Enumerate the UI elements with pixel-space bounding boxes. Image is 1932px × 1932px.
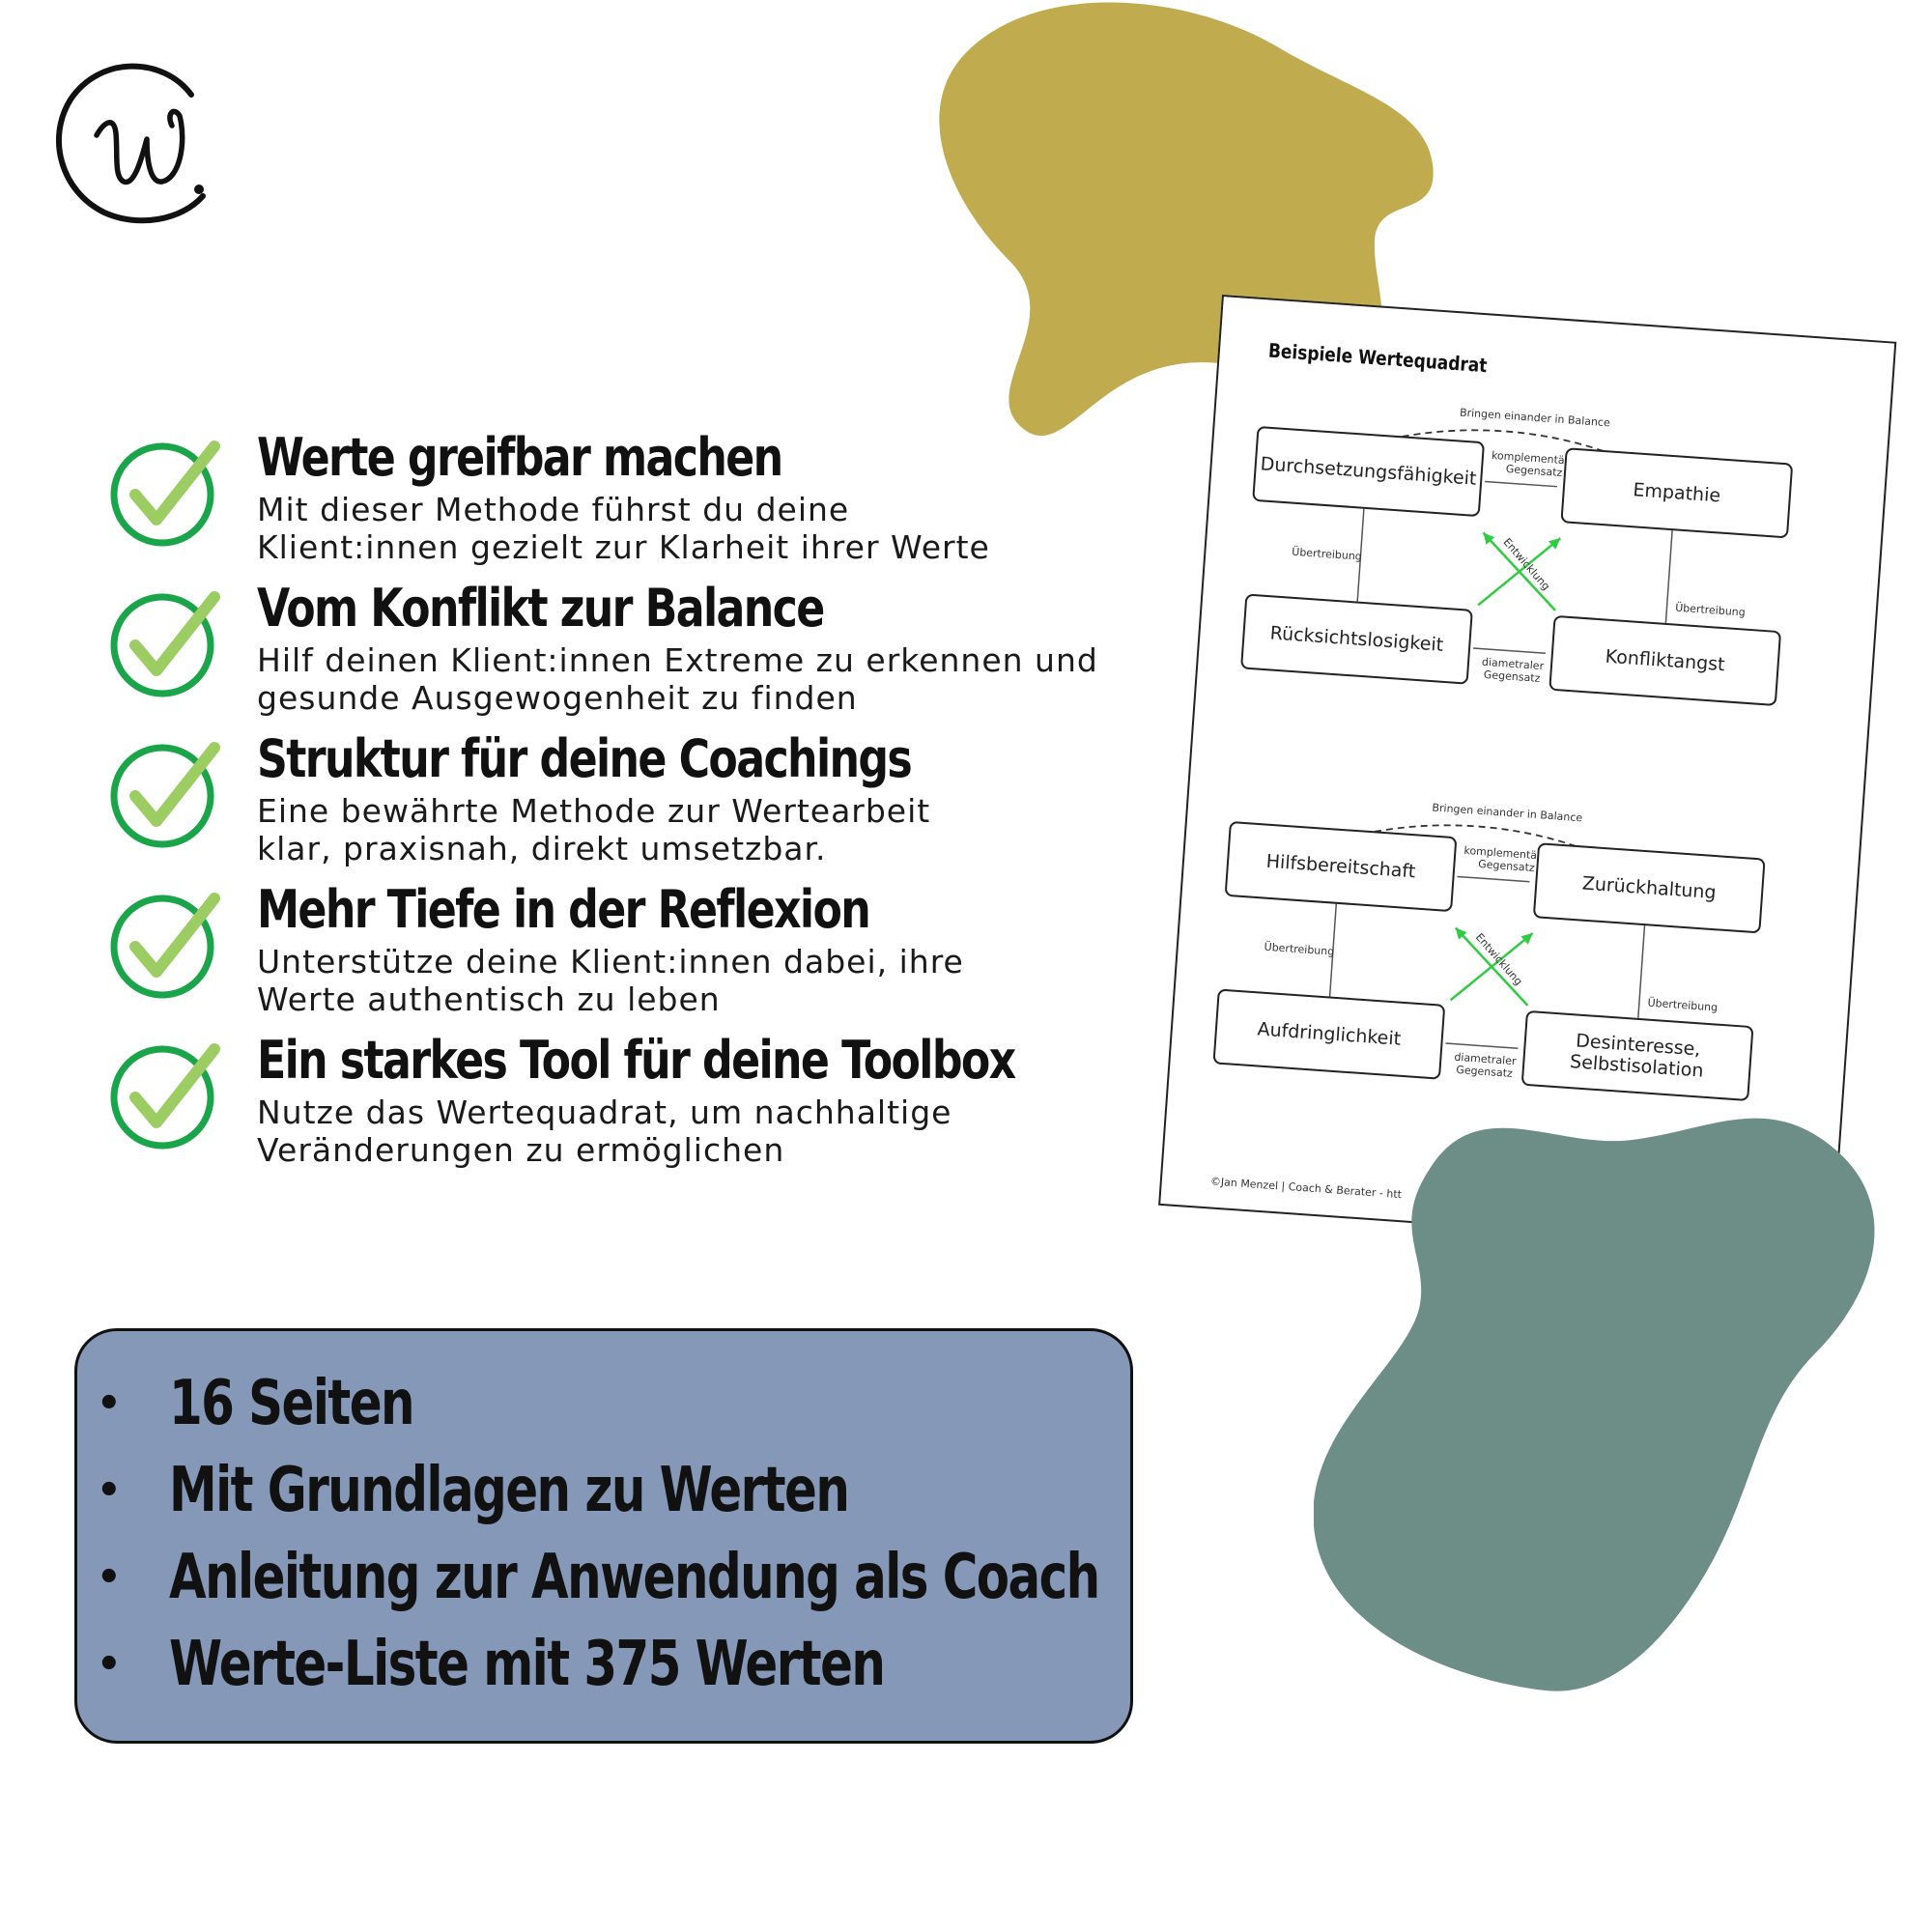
info-item: • Anleitung zur Anwendung als Coach bbox=[77, 1534, 1130, 1621]
info-item-text: 16 Seiten bbox=[169, 1368, 415, 1439]
quadrant-1-bottom-left: Rücksichtslosigkeit bbox=[1240, 593, 1473, 685]
quadrant-1-top-left: Durchsetzungsfähigkeit bbox=[1252, 425, 1486, 518]
benefit-title: Vom Konflikt zur Balance bbox=[257, 578, 825, 639]
bullet: • bbox=[97, 1468, 122, 1513]
benefit-item: Struktur für deine Coachings Eine bewähr… bbox=[106, 728, 1130, 881]
info-item-text: Werte-Liste mit 375 Werten bbox=[169, 1629, 886, 1700]
diametrical-label: diametraler Gegensatz bbox=[1481, 655, 1545, 685]
benefit-description: Hilf deinen Klient:innen Extreme zu erke… bbox=[257, 641, 1098, 717]
benefit-description: Unterstütze deine Klient:innen dabei, ih… bbox=[257, 943, 964, 1018]
bullet: • bbox=[97, 1555, 122, 1600]
document-preview: Beispiele Wertequadrat Bringen einander … bbox=[1158, 295, 1898, 1253]
benefit-description: Mit dieser Methode führst du deine Klien… bbox=[257, 491, 990, 566]
benefit-title: Ein starkes Tool für deine Toolbox bbox=[257, 1030, 1016, 1091]
quadrant-2-top-right: Zurückhaltung bbox=[1532, 842, 1766, 934]
diametrical-label: diametraler Gegensatz bbox=[1453, 1050, 1517, 1080]
benefit-description: Nutze das Wertequadrat, um nachhaltige V… bbox=[257, 1094, 952, 1169]
check-circle-icon bbox=[110, 893, 220, 999]
quadrant-2-connectors bbox=[1328, 824, 1646, 1050]
quadrant-1-bottom-right: Konfliktangst bbox=[1548, 614, 1782, 707]
info-item-text: Mit Grundlagen zu Werten bbox=[169, 1455, 850, 1526]
check-circle-icon bbox=[110, 742, 220, 848]
info-item: • Werte-Liste mit 375 Werten bbox=[77, 1621, 1130, 1708]
benefit-title: Struktur für deine Coachings bbox=[257, 728, 913, 789]
value-quadrant-2: Bringen einander in Balance komplementär… bbox=[1165, 692, 1870, 1182]
quadrant-2-top-left: Hilfsbereitschaft bbox=[1224, 820, 1458, 913]
quadrant-2-bottom-right: Desinteresse, Selbstisolation bbox=[1520, 1009, 1754, 1102]
bullet: • bbox=[97, 1642, 122, 1687]
bullet: • bbox=[97, 1381, 122, 1426]
benefit-title: Mehr Tiefe in der Reflexion bbox=[257, 879, 871, 940]
check-circle-icon bbox=[110, 1043, 220, 1150]
benefit-item: Ein starkes Tool für deine Toolbox Nutze… bbox=[106, 1030, 1130, 1182]
quadrant-2-bottom-left: Aufdringlichkeit bbox=[1212, 988, 1446, 1080]
check-circle-icon bbox=[110, 591, 220, 697]
info-item-text: Anleitung zur Anwendung als Coach bbox=[169, 1542, 1100, 1613]
w-signature-logo-icon bbox=[55, 63, 206, 224]
benefit-item: Vom Konflikt zur Balance Hilf deinen Kli… bbox=[106, 578, 1130, 730]
product-info-box: • 16 Seiten • Mit Grundlagen zu Werten •… bbox=[74, 1328, 1133, 1744]
value-quadrant-1: Bringen einander in Balance komplementär… bbox=[1193, 297, 1898, 787]
quadrant-1-top-right: Empathie bbox=[1560, 447, 1794, 539]
check-circle-icon bbox=[110, 440, 220, 547]
benefit-item: Werte greifbar machen Mit dieser Methode… bbox=[106, 427, 1130, 580]
benefit-description: Eine bewährte Methode zur Wertearbeit kl… bbox=[257, 792, 931, 867]
info-item: • Mit Grundlagen zu Werten bbox=[77, 1447, 1130, 1534]
teal-blob-shape bbox=[1314, 1118, 1875, 1691]
benefit-title: Werte greifbar machen bbox=[257, 427, 783, 488]
benefit-item: Mehr Tiefe in der Reflexion Unterstütze … bbox=[106, 879, 1130, 1032]
info-item: • 16 Seiten bbox=[77, 1360, 1130, 1447]
